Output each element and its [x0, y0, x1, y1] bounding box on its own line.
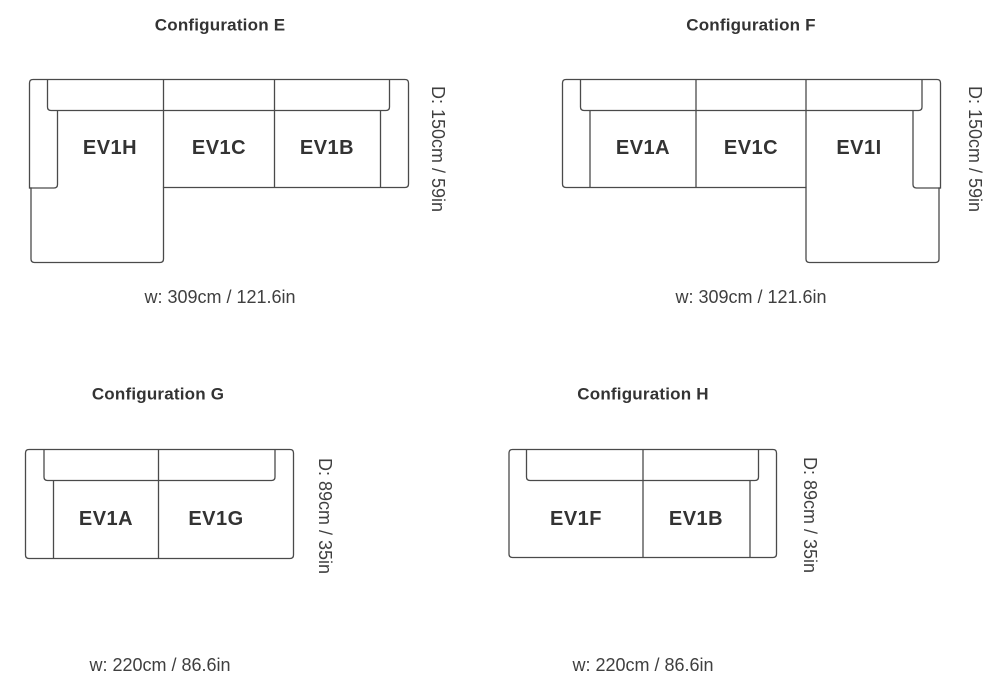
- sofa-outline-e: [28, 78, 410, 264]
- armrest-right-line-f: [912, 110, 941, 189]
- depth-label-f: D: 150cm / 59in: [965, 85, 985, 213]
- depth-label-h: D: 89cm / 35in: [800, 456, 820, 574]
- module-label-h-ev1f: EV1F: [549, 508, 603, 530]
- module-label-f-ev1i: EV1I: [836, 137, 882, 159]
- module-label-g-ev1g: EV1G: [188, 508, 244, 530]
- sofa-outline-g: [24, 448, 295, 560]
- depth-label-g: D: 89cm / 35in: [315, 457, 335, 575]
- sofa-diagram-e: [28, 78, 410, 264]
- backrest-line-e: [46, 79, 391, 112]
- sofa-diagram-g: [24, 448, 295, 560]
- sofa-diagram-h: [508, 448, 778, 559]
- width-label-h: w: 220cm / 86.6in: [572, 655, 714, 675]
- config-g-title: Configuration G: [91, 384, 225, 404]
- armrest-left-line-e: [29, 110, 59, 189]
- module-label-g-ev1a: EV1A: [78, 508, 134, 530]
- backrest-line-f: [579, 79, 923, 112]
- module-label-f-ev1a: EV1A: [615, 137, 671, 159]
- config-f-title: Configuration F: [686, 15, 816, 35]
- backrest-line-g: [43, 449, 276, 482]
- module-label-e-ev1c: EV1C: [191, 137, 247, 159]
- sofa-outline-h: [508, 448, 778, 559]
- width-label-f: w: 309cm / 121.6in: [675, 287, 827, 307]
- module-label-h-ev1b: EV1B: [668, 508, 724, 530]
- sofa-outline-f: [561, 78, 942, 264]
- width-label-g: w: 220cm / 86.6in: [89, 655, 231, 675]
- config-e-title: Configuration E: [154, 15, 286, 35]
- depth-label-e: D: 150cm / 59in: [428, 85, 448, 213]
- module-label-f-ev1c: EV1C: [723, 137, 779, 159]
- config-h-title: Configuration H: [577, 384, 709, 404]
- width-label-e: w: 309cm / 121.6in: [144, 287, 296, 307]
- sofa-diagram-f: [561, 78, 942, 264]
- module-label-e-ev1h: EV1H: [82, 137, 138, 159]
- module-label-e-ev1b: EV1B: [299, 137, 355, 159]
